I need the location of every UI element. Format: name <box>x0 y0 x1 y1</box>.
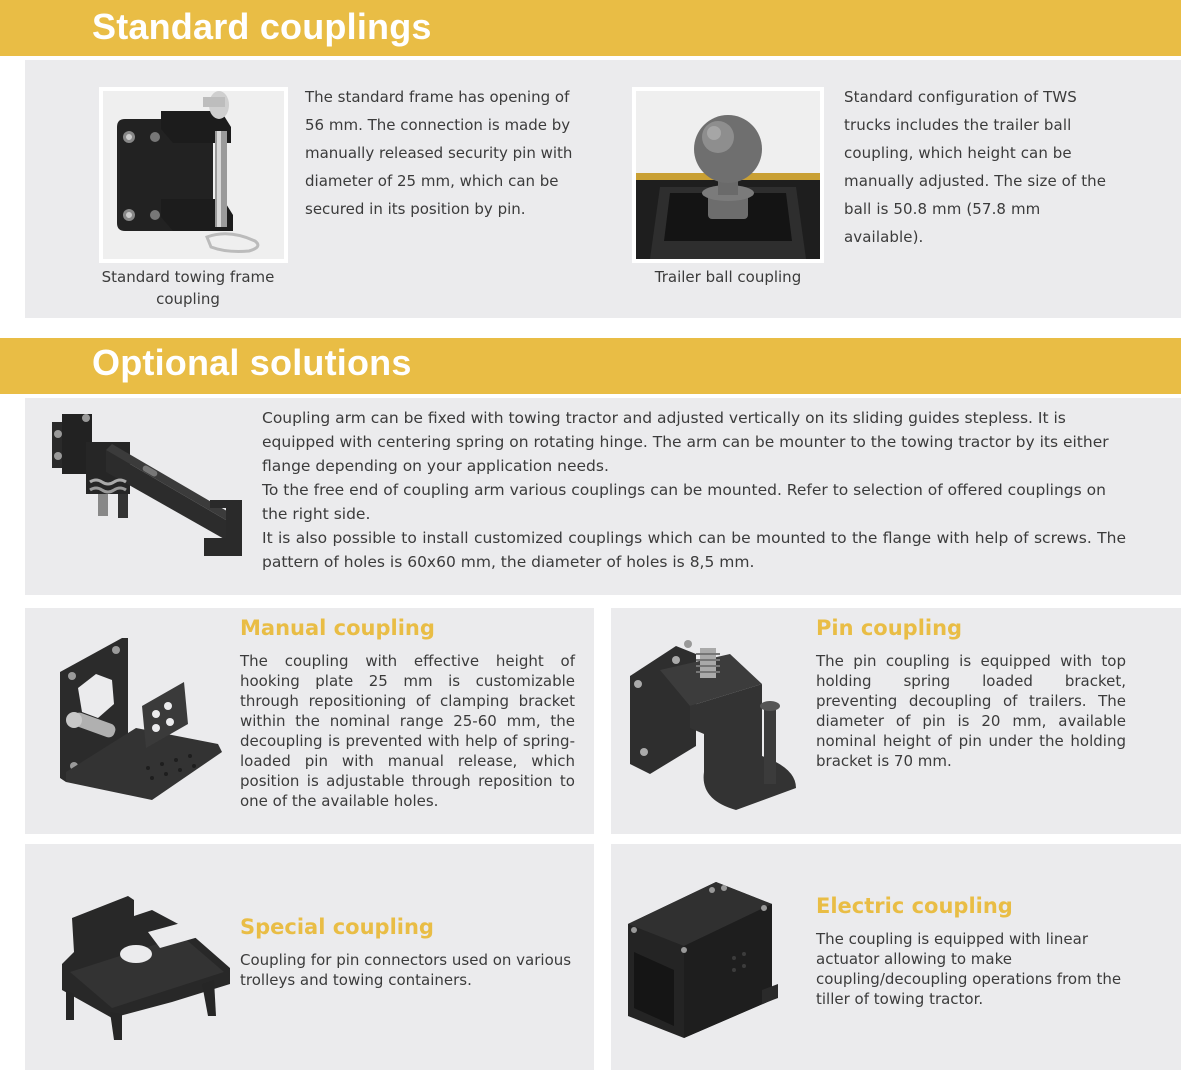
ball-coupling-image <box>632 87 824 263</box>
electric-coupling-image <box>628 882 778 1038</box>
special-coupling-title: Special coupling <box>240 915 434 939</box>
towing-frame-caption: Standard towing frame coupling <box>101 268 275 308</box>
standard-section-banner: Standard couplings <box>0 0 1181 56</box>
towing-frame-description: The standard frame has opening of 56 mm.… <box>305 88 573 218</box>
pin-coupling-image <box>630 640 796 810</box>
standard-section-heading: Standard couplings <box>92 6 432 47</box>
coupling-arm-paragraph-1: Coupling arm can be fixed with towing tr… <box>262 409 1109 475</box>
ball-coupling-description: Standard configuration of TWS trucks inc… <box>844 88 1107 246</box>
pin-coupling-title: Pin coupling <box>816 616 963 640</box>
coupling-arm-panel <box>25 398 1181 595</box>
manual-coupling-description: The coupling with effective height of ho… <box>240 652 575 810</box>
special-coupling-description: Coupling for pin connectors used on vari… <box>240 951 572 989</box>
coupling-arm-image <box>52 414 242 556</box>
coupling-arm-paragraph-2: To the free end of coupling arm various … <box>262 481 1106 523</box>
optional-section-banner: Optional solutions <box>0 338 1181 394</box>
card-divider <box>48 835 1142 843</box>
pin-coupling-description: The pin coupling is equipped with top ho… <box>816 652 1126 770</box>
optional-section-heading: Optional solutions <box>92 342 412 383</box>
coupling-arm-paragraph-3: It is also possible to install customize… <box>262 529 1126 571</box>
ball-coupling-caption: Trailer ball coupling <box>654 268 802 286</box>
manual-coupling-title: Manual coupling <box>240 616 435 640</box>
electric-coupling-description: The coupling is equipped with linear act… <box>816 930 1122 1008</box>
towing-frame-image <box>99 87 288 263</box>
special-coupling-image <box>62 896 230 1040</box>
manual-coupling-image <box>60 638 222 800</box>
electric-coupling-title: Electric coupling <box>816 894 1013 918</box>
